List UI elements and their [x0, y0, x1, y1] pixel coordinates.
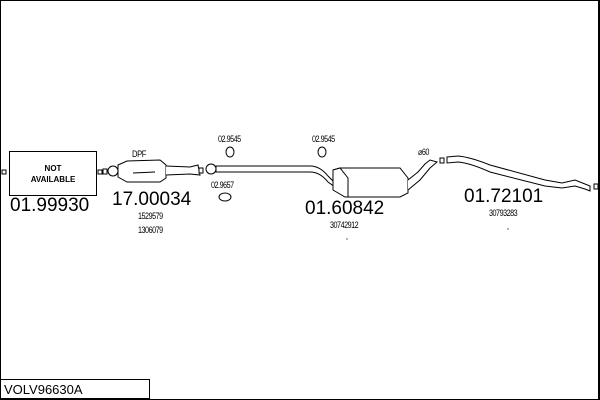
dpf-label: DPF — [132, 149, 147, 159]
accessory-number: 02.9545 — [218, 134, 241, 144]
part-number: 17.00034 — [112, 189, 192, 210]
accessory-number: 02.9545 — [312, 134, 335, 144]
connector — [97, 169, 103, 175]
connector — [102, 168, 108, 175]
not-available-box: NOT AVAILABLE — [9, 151, 97, 196]
diagram-code: VOLV96630A — [0, 379, 150, 399]
rubber-mount — [317, 146, 327, 158]
reference-number: 1529579 — [138, 211, 163, 221]
not-available-text: NOT — [44, 163, 62, 173]
tail-pipe — [446, 155, 599, 192]
front-pipe — [205, 146, 336, 202]
connector — [1, 169, 7, 175]
rubber-mount — [225, 146, 235, 158]
part-number: 01.99930 — [10, 195, 90, 216]
part-number: 01.60842 — [305, 198, 385, 219]
reference-number: 30793283 — [489, 208, 518, 218]
reference-number: 30742912 — [330, 220, 359, 230]
dpf-part — [107, 159, 204, 183]
accessory-number: 02.9657 — [211, 180, 234, 190]
diameter-label: ⌀60 — [418, 147, 429, 157]
not-available-text: AVAILABLE — [30, 174, 76, 184]
rear-silencer — [332, 157, 445, 198]
rubber-mount — [218, 192, 232, 202]
reference-number: 1306079 — [138, 225, 163, 235]
part-number: 01.72101 — [464, 186, 544, 207]
